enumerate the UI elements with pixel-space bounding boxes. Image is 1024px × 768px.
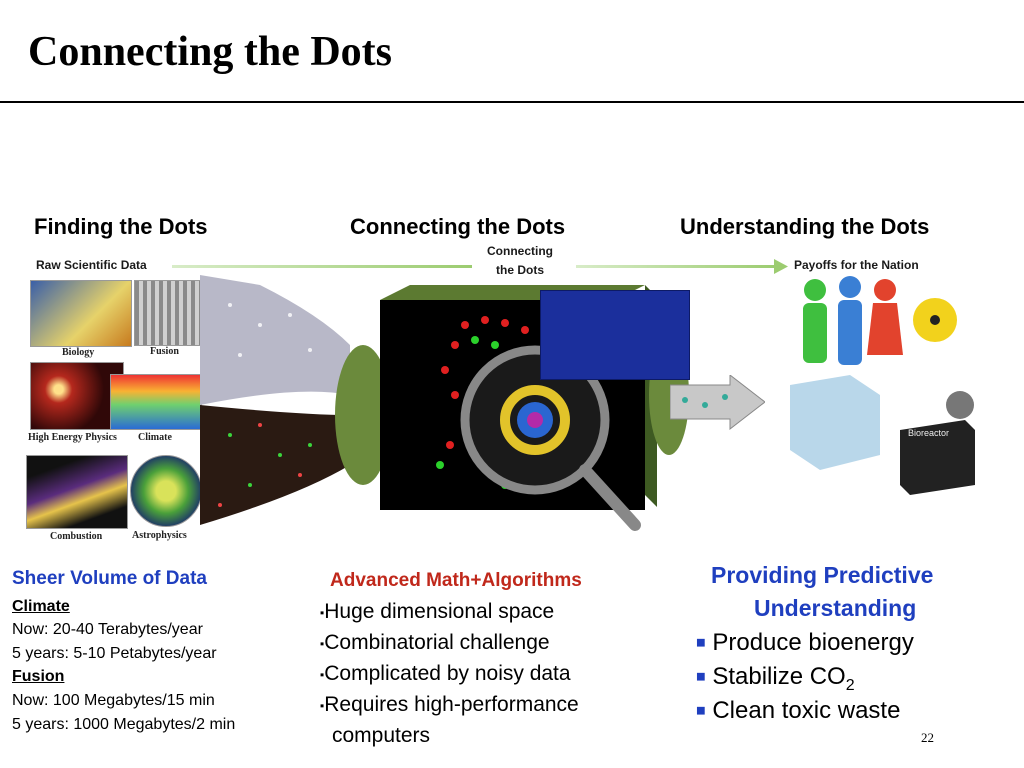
- equations-panel: [540, 290, 690, 380]
- flow-arrow-right: [576, 265, 776, 268]
- middle-bullet-4: ▪Requires high-performance: [320, 693, 579, 717]
- stage-connecting-heading: Connecting the Dots: [350, 214, 566, 239]
- bullet-square-icon: ▪: [320, 605, 325, 620]
- slide-title: Connecting the Dots: [28, 29, 392, 75]
- flow-arrowhead-icon: [774, 259, 788, 274]
- stage-finding-heading: Finding the Dots: [34, 214, 208, 239]
- thumb-label-hep: High Energy Physics: [28, 432, 117, 443]
- people-dna-graphic: [803, 276, 957, 365]
- right-column-title-line1: Providing Predictive: [711, 562, 934, 588]
- thumb-label-fusion: Fusion: [150, 346, 179, 357]
- thumb-label-astrophysics: Astrophysics: [132, 530, 187, 541]
- bullet-square-icon: ▪: [320, 636, 325, 651]
- middle-bullet-text: Complicated by noisy data: [324, 662, 571, 685]
- bullet-square-icon: ▪: [320, 667, 325, 682]
- middle-bullet-1: ▪Huge dimensional space: [320, 600, 554, 624]
- left-column-title: Sheer Volume of Data: [12, 568, 207, 589]
- middle-bullet-text: Huge dimensional space: [324, 600, 555, 623]
- bioreactor-graphic: [790, 375, 975, 495]
- payoffs-label: Payoffs for the Nation: [794, 258, 919, 272]
- fusion-future: 5 years: 1000 Megabytes/2 min: [12, 716, 236, 733]
- bullet-square-icon: ■: [696, 668, 706, 686]
- fusion-heading: Fusion: [12, 668, 65, 685]
- connecting-label-line1: Connecting: [487, 244, 553, 258]
- biology-thumbnail: [30, 280, 132, 347]
- climate-now: Now: 20-40 Terabytes/year: [12, 621, 203, 638]
- flow-arrow-left: [172, 265, 472, 268]
- combustion-thumbnail: [26, 455, 128, 529]
- high-energy-physics-thumbnail: [30, 362, 124, 430]
- right-bullet-text: Clean toxic waste: [712, 697, 901, 724]
- fusion-thumbnail: [134, 280, 202, 346]
- bullet-square-icon: ■: [696, 634, 706, 652]
- thumb-label-combustion: Combustion: [50, 531, 103, 542]
- stage-understanding-heading: Understanding the Dots: [680, 214, 930, 239]
- middle-bullet-4-continuation: computers: [332, 724, 431, 747]
- middle-column-title: Advanced Math+Algorithms: [330, 570, 582, 591]
- right-bullet-text: Produce bioenergy: [712, 629, 914, 656]
- climate-future: 5 years: 5-10 Petabytes/year: [12, 645, 217, 662]
- raw-data-label: Raw Scientific Data: [36, 258, 147, 272]
- right-bullet-2: ■ Stabilize CO2: [696, 663, 855, 695]
- page-number: 22: [921, 730, 934, 745]
- right-bullet-text: Stabilize CO: [712, 663, 846, 690]
- bioreactor-label: Bioreactor: [908, 428, 950, 438]
- co2-subscript: 2: [845, 676, 855, 694]
- network-arrow-graphic: [670, 375, 765, 430]
- data-funnel-graphic: [200, 275, 350, 525]
- bullet-square-icon: ▪: [320, 698, 325, 713]
- bullet-square-icon: ■: [696, 702, 706, 720]
- connecting-label-line2: the Dots: [496, 263, 544, 277]
- title-divider: [0, 101, 1024, 103]
- fusion-now: Now: 100 Megabytes/15 min: [12, 692, 215, 709]
- middle-bullet-3: ▪Complicated by noisy data: [320, 662, 571, 686]
- right-column-title-line2: Understanding: [754, 595, 917, 621]
- thumb-label-climate: Climate: [138, 432, 172, 443]
- middle-bullet-text: Combinatorial challenge: [324, 631, 550, 654]
- right-bullet-3: ■ Clean toxic waste: [696, 697, 900, 725]
- right-bullet-1: ■ Produce bioenergy: [696, 629, 914, 657]
- middle-bullet-text: Requires high-performance: [324, 693, 579, 716]
- thumb-label-biology: Biology: [62, 347, 95, 358]
- middle-bullet-2: ▪Combinatorial challenge: [320, 631, 550, 655]
- astrophysics-thumbnail: [130, 455, 202, 527]
- climate-heading: Climate: [12, 598, 70, 615]
- climate-thumbnail: [110, 374, 202, 430]
